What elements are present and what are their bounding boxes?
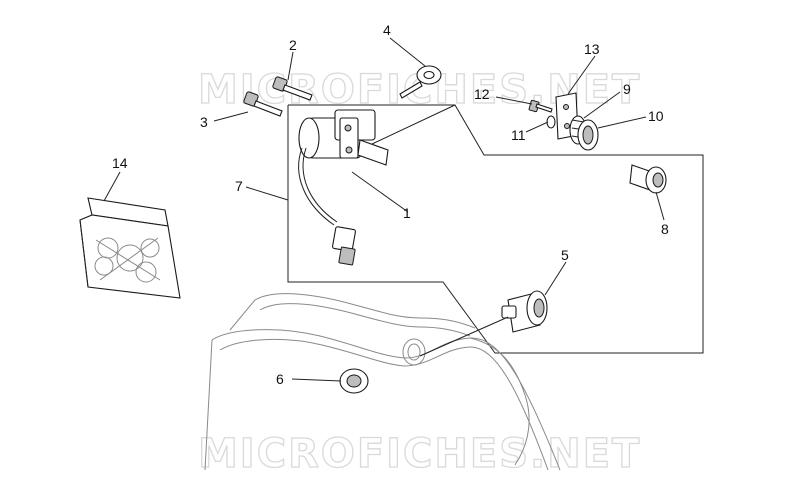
body-panel — [204, 293, 561, 471]
part-12-screw — [528, 99, 553, 113]
part-8-cylinder — [629, 164, 667, 194]
callout-11: 11 — [511, 127, 526, 143]
part-11-washer — [546, 115, 556, 129]
callout-9: 9 — [623, 81, 631, 97]
callout-5: 5 — [561, 247, 569, 263]
part-4-key — [399, 65, 442, 99]
part-14-bag — [79, 197, 181, 299]
part-5-cylinder — [501, 290, 548, 333]
callout-3: 3 — [200, 114, 208, 130]
callout-6: 6 — [276, 371, 284, 387]
callout-4: 4 — [383, 22, 391, 38]
callout-7: 7 — [235, 178, 243, 194]
callout-2: 2 — [289, 37, 297, 53]
leader-lines — [103, 37, 665, 382]
part-2-screw — [272, 76, 313, 101]
part-10-ring — [577, 119, 599, 151]
callout-8: 8 — [661, 221, 669, 237]
assembly-outline — [287, 104, 704, 354]
part-1-lock-barrel — [298, 109, 389, 266]
part-3-screw — [243, 91, 283, 117]
watermark-bottom: MICROFICHES.NET — [198, 431, 641, 477]
callout-14: 14 — [112, 155, 128, 171]
callout-1: 1 — [403, 205, 411, 221]
callout-12: 12 — [474, 86, 490, 102]
callout-10: 10 — [648, 108, 664, 124]
callout-13: 13 — [584, 41, 600, 57]
part-6-nut — [339, 368, 369, 394]
